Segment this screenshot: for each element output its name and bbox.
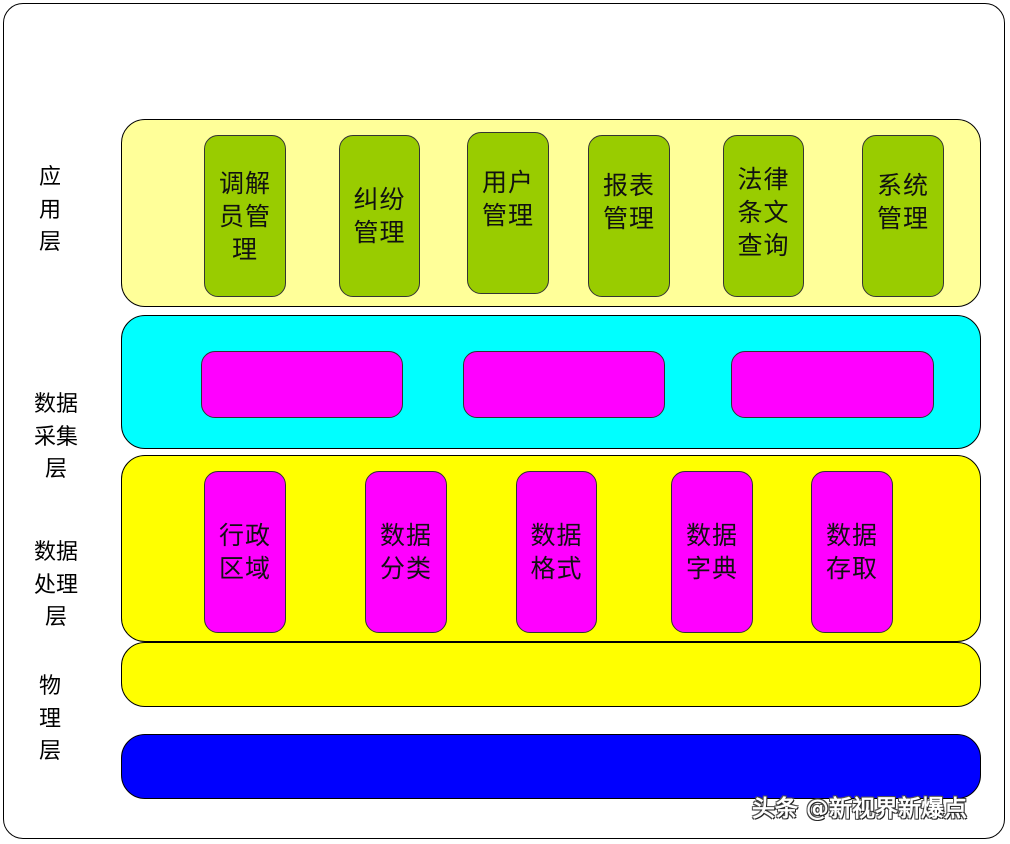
label-line: 数据 (33, 540, 78, 565)
label-line: 理 (38, 706, 61, 732)
label-line: 物 (38, 674, 61, 699)
data-processing-layer-label: 数据 处理 层 (28, 537, 84, 635)
module-dispute-management: 纠纷管理 (339, 135, 420, 297)
module-administrative-region: 行政区域 (204, 471, 286, 633)
module-legal-article-query: 法律条文查询 (723, 135, 804, 297)
module-data-dictionary: 数据字典 (671, 471, 753, 633)
application-layer-label: 应 用 层 (30, 162, 70, 260)
module-data-classification: 数据分类 (365, 471, 447, 633)
label-line: 层 (38, 230, 61, 255)
label-line: 用 (38, 197, 61, 223)
label-line: 层 (44, 605, 67, 630)
physical-layer-label: 物 理 层 (30, 671, 70, 769)
collection-module-3 (731, 351, 934, 418)
module-system-management: 系统管理 (862, 135, 944, 297)
module-data-format: 数据格式 (516, 471, 597, 633)
label-line: 处理 (33, 572, 78, 598)
collection-module-1 (201, 351, 403, 418)
physical-layer-blue-band (121, 734, 981, 799)
label-line: 数据 (33, 392, 78, 417)
collection-module-2 (463, 351, 665, 418)
label-line: 采集 (33, 424, 78, 450)
watermark: 头条 @新视界新爆点 (752, 796, 968, 822)
label-line: 层 (44, 457, 67, 482)
data-collection-layer-label: 数据 采集 层 (28, 389, 84, 487)
module-data-access: 数据存取 (811, 471, 893, 633)
label-line: 应 (38, 165, 61, 190)
module-user-management: 用户管理 (467, 132, 549, 294)
label-line: 层 (38, 739, 61, 764)
physical-layer-yellow-band (121, 642, 981, 707)
module-report-management: 报表管理 (588, 135, 670, 297)
module-mediator-management: 调解员管理 (204, 135, 286, 297)
